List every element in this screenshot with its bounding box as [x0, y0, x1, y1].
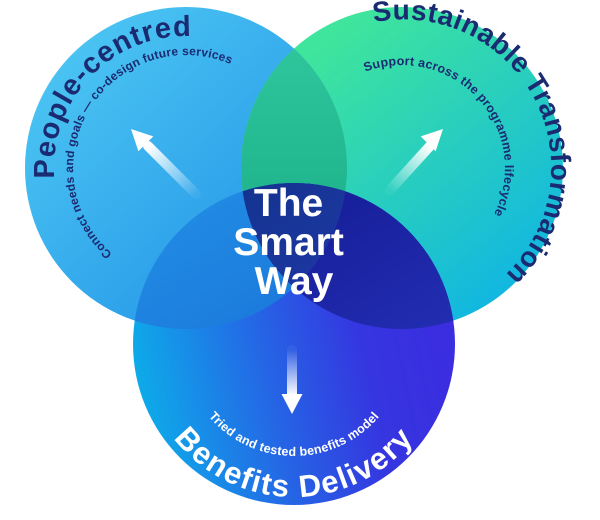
arrow-up-left-icon [131, 129, 201, 199]
center-title: The Smart Way [233, 182, 354, 303]
overlap-left [133, 183, 347, 329]
arrow-up-right-icon [385, 129, 443, 195]
overlap-right [241, 183, 455, 329]
arrow-down-icon [281, 345, 303, 414]
